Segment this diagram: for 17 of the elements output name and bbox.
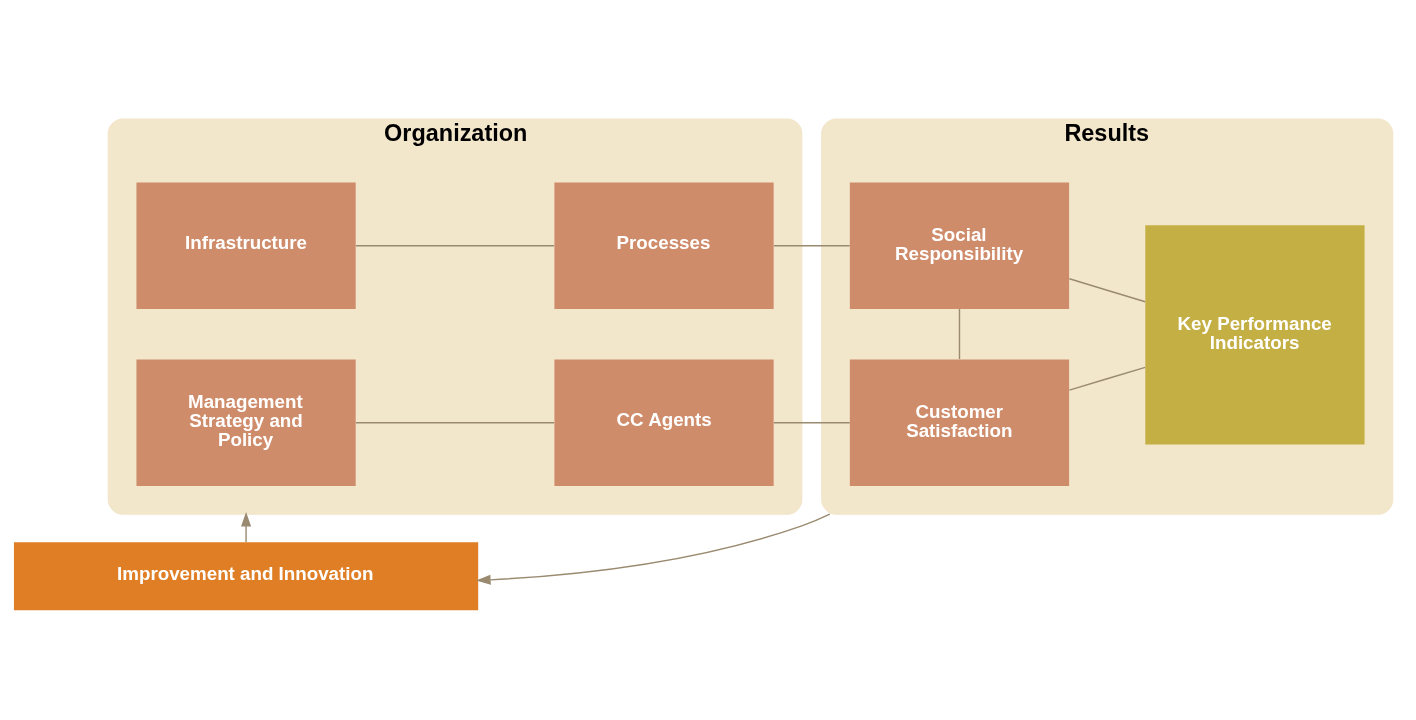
node-box: Social Responsibility — [849, 182, 1070, 309]
connector — [355, 422, 555, 424]
connector — [355, 245, 555, 247]
node-box: Processes — [554, 182, 774, 309]
connector — [773, 422, 851, 424]
node-box: Infrastructure — [136, 182, 356, 309]
arrow — [476, 513, 831, 585]
node-box: Management Strategy and Policy — [136, 359, 356, 487]
node-box: Customer Satisfaction — [849, 359, 1070, 487]
node-box: Key Performance Indicators — [1145, 225, 1365, 445]
connector — [1068, 278, 1146, 303]
connector — [1068, 366, 1146, 391]
connector — [773, 245, 851, 247]
node-box: Improvement and Innovation — [13, 542, 479, 611]
node-box: CC Agents — [554, 359, 774, 487]
connector — [958, 308, 961, 360]
arrow — [240, 512, 252, 543]
